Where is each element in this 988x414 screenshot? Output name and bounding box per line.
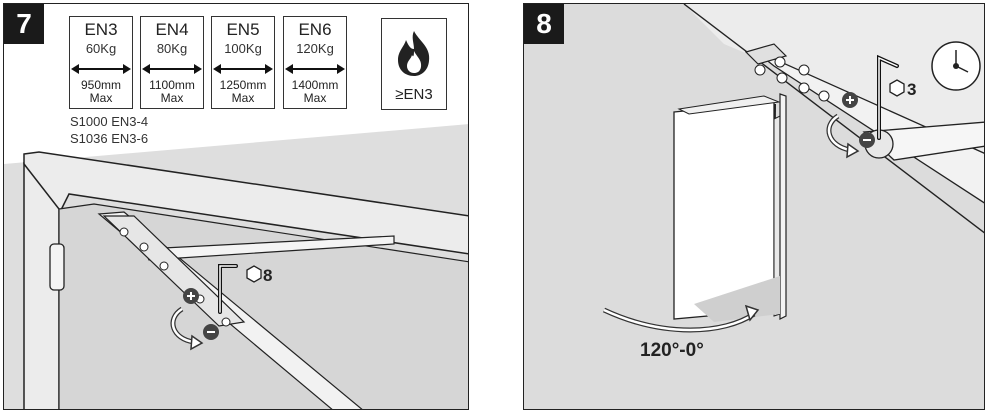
- closer-end-cap: [744, 43, 788, 65]
- width-arrow-icon: [285, 64, 345, 74]
- en-class-label: EN3: [84, 20, 118, 39]
- en-width-value: 1100mm: [149, 78, 195, 92]
- hinge: [49, 243, 65, 291]
- en-weight-label: 120Kg: [296, 41, 334, 56]
- en-width-max: Max: [231, 91, 255, 105]
- hexagon-icon: [246, 265, 262, 283]
- fire-icon: [398, 31, 430, 76]
- door-frame-jamb: [23, 161, 60, 409]
- en-class-label: EN6: [298, 20, 332, 39]
- rotation-arrow-inner: [171, 307, 195, 344]
- screw: [119, 227, 129, 237]
- clock-center: [953, 63, 959, 69]
- en-width-value: 1400mm: [291, 78, 339, 92]
- door-closer-installation-scene: [4, 124, 468, 409]
- en-width-value: 1250mm: [219, 78, 267, 92]
- screw: [221, 317, 231, 327]
- width-arrow-icon: [71, 64, 131, 74]
- rotation-arrow-inner: [827, 114, 851, 152]
- screw: [139, 242, 149, 252]
- screw: [776, 72, 788, 84]
- hexagon-icon: [889, 79, 905, 97]
- hex-key-highlight: [219, 265, 237, 313]
- rotation-arrow-head: [190, 334, 204, 351]
- width-arrow-icon: [142, 64, 202, 74]
- hex-key-size-label: 3: [907, 80, 917, 99]
- step-number: 7: [16, 8, 32, 39]
- en-weight-label: 80Kg: [156, 41, 188, 56]
- step-number-badge: 7: [4, 4, 44, 44]
- en-width-value: 950mm: [80, 78, 121, 92]
- en-class-label: EN5: [226, 20, 260, 39]
- hex-key-highlight: [878, 56, 898, 139]
- en-width-max: Max: [303, 91, 327, 105]
- screw: [774, 56, 786, 68]
- hex-key-size-label: 8: [263, 266, 273, 285]
- swing-arrow-head: [744, 304, 760, 322]
- closing-angle-label: 120°-0°: [640, 340, 704, 361]
- rotation-arrow-head: [846, 142, 860, 159]
- model-label: S1000 EN3-4: [70, 114, 149, 129]
- screw: [798, 82, 810, 94]
- fire-rating-box: ≥EN3: [381, 18, 447, 110]
- en-weight-label: 100Kg: [224, 41, 262, 56]
- screw: [754, 64, 766, 76]
- screw: [798, 64, 810, 76]
- width-arrow-icon: [213, 64, 273, 74]
- frame-right-jamb: [779, 93, 787, 320]
- step-number-badge: 8: [524, 4, 564, 44]
- plus-sign: [846, 96, 854, 104]
- model-label: S1036 EN3-6: [70, 131, 149, 146]
- en-class-label: EN4: [155, 20, 189, 39]
- plus-sign: [187, 292, 195, 300]
- swing-arrow-inner: [603, 308, 755, 332]
- step-8-panel: 8 3: [523, 3, 985, 410]
- door-leaf-top-edge: [677, 95, 781, 115]
- closer-body: [102, 215, 246, 327]
- screw: [159, 261, 169, 271]
- fire-rating-label: ≥EN3: [395, 86, 433, 103]
- door-closer-adjustment-scene: [524, 4, 984, 409]
- en-width-max: Max: [160, 91, 184, 105]
- step-number: 8: [536, 8, 552, 39]
- screw: [818, 90, 830, 102]
- en-weight-label: 60Kg: [85, 41, 117, 56]
- frame-head: [684, 4, 984, 154]
- en-width-max: Max: [89, 91, 113, 105]
